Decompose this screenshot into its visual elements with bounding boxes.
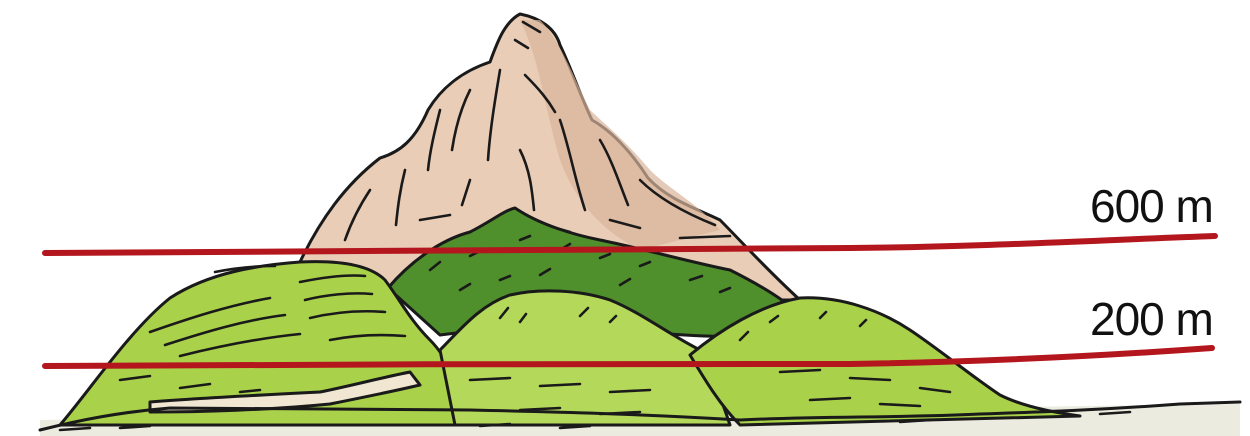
label-200m: 200 m [1090, 293, 1213, 345]
label-600m: 600 m [1090, 180, 1213, 232]
